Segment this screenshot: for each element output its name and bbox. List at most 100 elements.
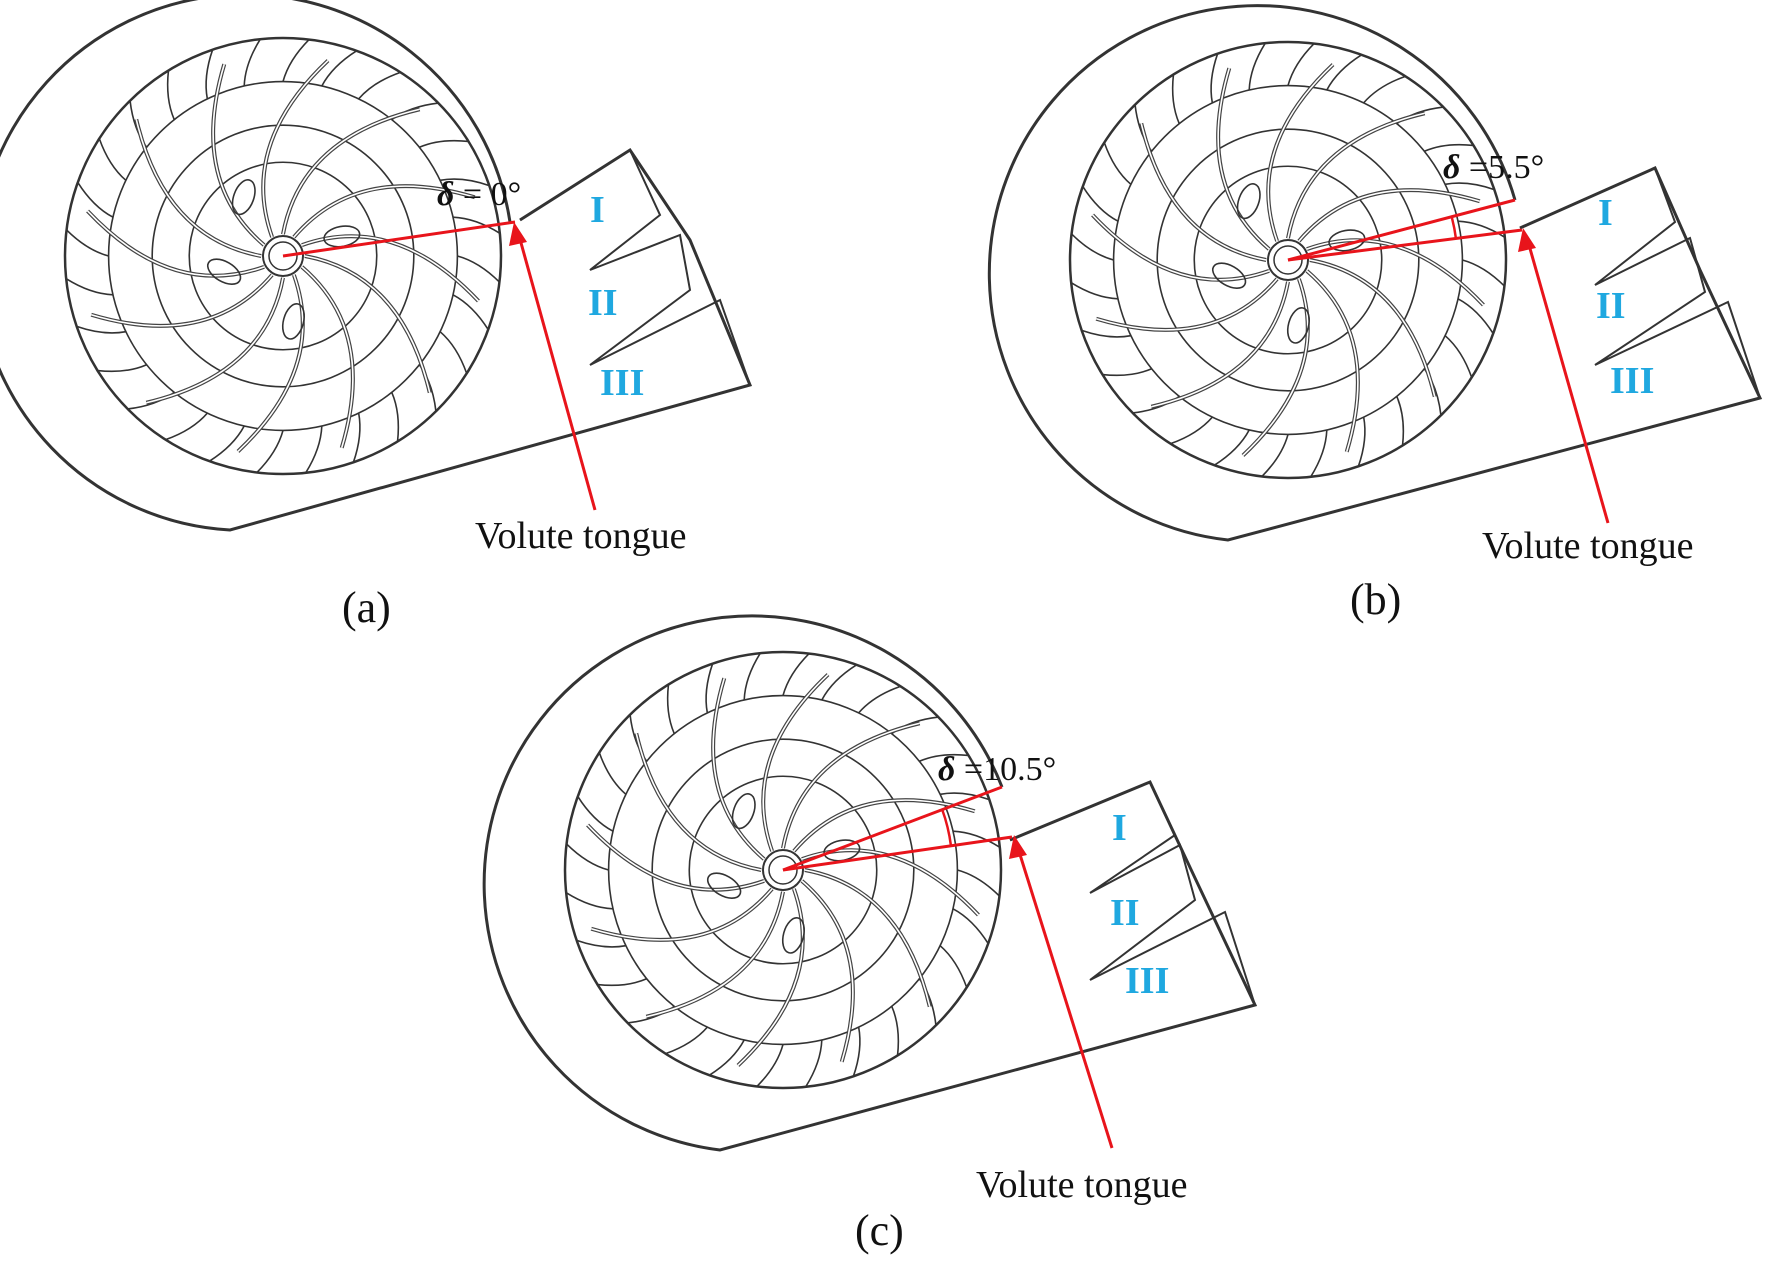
impeller-hole bbox=[1328, 229, 1366, 252]
outer-blade bbox=[891, 1006, 900, 1056]
outlet-duct-a bbox=[519, 148, 751, 386]
hub-inner bbox=[1273, 245, 1303, 275]
outer-blade bbox=[1457, 220, 1506, 238]
tongue-label-c: Volute tongue bbox=[976, 1164, 1187, 1206]
outer-blade bbox=[1102, 368, 1152, 377]
volute-casing-c bbox=[482, 614, 1258, 1152]
impeller-ring bbox=[688, 775, 878, 965]
panel-b: I II III δ =5.5° Volute tongue (b) bbox=[987, 4, 1763, 624]
delta-value-b: =5.5° bbox=[1460, 149, 1544, 186]
impeller-hole bbox=[706, 872, 742, 899]
zone-label-iii-a: III bbox=[600, 362, 644, 404]
main-blade-highlight bbox=[1242, 278, 1309, 457]
zone-label-iii-c: III bbox=[1125, 960, 1169, 1002]
main-blade bbox=[634, 732, 762, 872]
main-blade bbox=[586, 823, 765, 892]
main-blade-highlight bbox=[237, 274, 304, 453]
impeller-ring bbox=[651, 738, 915, 1002]
main-blade bbox=[86, 209, 265, 278]
outer-blade bbox=[98, 138, 127, 181]
tongue-pointer-line-c bbox=[1015, 844, 1114, 1149]
delta-arc-c bbox=[940, 808, 953, 847]
main-blade-highlight bbox=[91, 274, 273, 327]
tongue-label-b: Volute tongue bbox=[1482, 525, 1693, 567]
outer-blade bbox=[1170, 416, 1213, 445]
outer-blade bbox=[666, 684, 675, 734]
main-blade bbox=[304, 254, 432, 394]
volute-casing-b bbox=[987, 4, 1763, 542]
outer-blade bbox=[321, 50, 358, 87]
outer-blade bbox=[391, 392, 400, 442]
tongue-pointer-arrowhead-c bbox=[1009, 835, 1027, 859]
outer-blade bbox=[243, 38, 261, 87]
main-blade-highlight bbox=[1309, 259, 1436, 397]
main-blade bbox=[134, 118, 262, 258]
main-blade-highlight bbox=[635, 733, 762, 871]
outer-blade bbox=[858, 685, 901, 714]
outer-blade bbox=[919, 753, 969, 762]
outer-blade bbox=[1213, 429, 1250, 466]
outer-blade bbox=[665, 1026, 708, 1055]
main-blade-highlight bbox=[262, 59, 329, 238]
outer-blade bbox=[97, 364, 147, 373]
delta-reference-line-c bbox=[782, 785, 1003, 872]
impeller-hole bbox=[1236, 183, 1261, 220]
tongue-pointer-arrowhead-b bbox=[1518, 228, 1536, 252]
main-blade-highlight bbox=[737, 888, 804, 1067]
main-blade-highlight bbox=[1217, 68, 1270, 250]
outer-blade bbox=[1396, 396, 1405, 446]
main-blade bbox=[801, 848, 980, 917]
main-blade-highlight bbox=[301, 235, 480, 302]
outer-blade bbox=[1462, 259, 1505, 287]
outer-blade bbox=[1357, 416, 1366, 467]
outer-blade bbox=[598, 752, 627, 795]
fan-drawing-b bbox=[1068, 40, 1508, 480]
outer-blade bbox=[205, 49, 214, 100]
main-blade-highlight bbox=[793, 799, 975, 852]
main-blade bbox=[145, 277, 285, 405]
impeller-ring bbox=[63, 36, 503, 476]
caption-b: (b) bbox=[1350, 575, 1401, 624]
main-blade-highlight bbox=[712, 678, 765, 860]
outer-blade bbox=[708, 1039, 745, 1076]
impeller-ring bbox=[1156, 128, 1420, 392]
main-blade-highlight bbox=[146, 277, 284, 404]
fan-drawing-a bbox=[63, 36, 503, 476]
outer-blade bbox=[743, 652, 761, 701]
main-blade-highlight bbox=[212, 64, 265, 246]
delta-symbol-b: δ bbox=[1443, 149, 1460, 186]
outer-blade bbox=[1171, 74, 1180, 124]
outer-blade bbox=[565, 892, 614, 910]
zone-label-i-b: I bbox=[1598, 192, 1613, 234]
outer-blade bbox=[305, 425, 323, 474]
impeller-ring bbox=[1193, 165, 1383, 355]
delta-value-c: =10.5° bbox=[955, 751, 1056, 788]
outer-blade bbox=[821, 664, 858, 701]
main-blade-highlight bbox=[1140, 123, 1267, 261]
zone-label-i-c: I bbox=[1112, 807, 1127, 849]
outer-blade bbox=[439, 178, 490, 187]
main-blade-highlight bbox=[293, 185, 475, 238]
impeller-hole bbox=[206, 258, 242, 285]
hub-inner bbox=[268, 241, 298, 271]
main-blade bbox=[761, 673, 830, 852]
outer-blade bbox=[957, 869, 1000, 897]
outer-blade bbox=[1103, 142, 1132, 185]
impeller-hole bbox=[731, 793, 756, 830]
caption-a: (a) bbox=[342, 583, 391, 632]
main-blade-highlight bbox=[782, 722, 920, 849]
main-blade-highlight bbox=[1287, 112, 1425, 239]
delta-annotation-a: δ = 0° bbox=[437, 176, 521, 213]
outer-blade bbox=[566, 843, 609, 871]
main-blade-highlight bbox=[801, 849, 980, 916]
main-blade-highlight bbox=[1096, 278, 1278, 331]
outer-blade bbox=[1261, 434, 1289, 477]
outer-blade bbox=[457, 255, 500, 283]
outer-blade bbox=[805, 1039, 823, 1088]
main-blade bbox=[1150, 281, 1290, 409]
main-blade-highlight bbox=[301, 266, 354, 448]
delta-reference-line-b bbox=[1287, 198, 1516, 262]
main-blade bbox=[1266, 63, 1335, 242]
tongue-label-a: Volute tongue bbox=[475, 515, 686, 557]
outer-blade bbox=[1444, 182, 1495, 191]
